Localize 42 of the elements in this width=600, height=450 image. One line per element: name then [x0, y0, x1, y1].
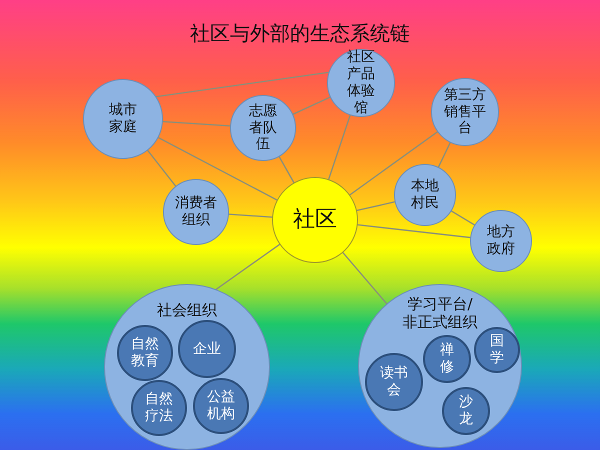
node-label: 城市家庭 — [108, 102, 138, 136]
connector-line — [355, 200, 396, 212]
node-label: 社会组织 — [156, 301, 218, 319]
node-label: 社区产品体验馆 — [346, 49, 376, 117]
node-label: 消费者组织 — [174, 195, 218, 229]
node-label: 社区 — [292, 206, 338, 234]
connector-line — [161, 120, 232, 127]
connector-line — [291, 96, 332, 116]
node-label: 地方政府 — [486, 224, 516, 258]
node-label: 国学 — [489, 333, 505, 367]
node-label: 志愿者队伍 — [248, 102, 278, 154]
sub-circle — [442, 387, 490, 435]
connector-line — [227, 213, 274, 218]
connector-line — [356, 224, 472, 238]
connector-line — [278, 155, 296, 184]
sub-circle — [474, 327, 520, 373]
node-label: 自然教育 — [130, 336, 160, 370]
node-label: 学习平台/非正式组织 — [402, 295, 478, 331]
node-label: 本地村民 — [410, 178, 440, 212]
connector-line — [146, 148, 178, 188]
node-label: 沙龙 — [458, 394, 474, 428]
node-circle — [394, 164, 456, 226]
sub-circle — [131, 380, 187, 436]
node-label: 公益机构 — [206, 389, 236, 423]
node-label: 自然疗法 — [144, 391, 174, 425]
sub-circle — [423, 335, 471, 383]
node-label: 第三方销售平台 — [442, 86, 487, 138]
connector-line — [214, 243, 282, 291]
connector-line — [154, 71, 330, 98]
sub-circle — [117, 325, 173, 381]
connector-line — [342, 251, 388, 306]
connector-line — [348, 130, 439, 196]
diagram-title: 社区与外部的生态系统链 — [189, 20, 411, 47]
sub-circle — [193, 378, 249, 434]
connector-line — [156, 136, 279, 202]
connector-line — [450, 210, 476, 226]
node-label: 企业 — [192, 340, 222, 358]
connector-line — [437, 141, 452, 169]
connector-line — [328, 114, 352, 181]
node-label: 禅修 — [439, 342, 455, 376]
node-label: 读书会 — [378, 365, 409, 399]
sub-circle — [365, 353, 423, 411]
